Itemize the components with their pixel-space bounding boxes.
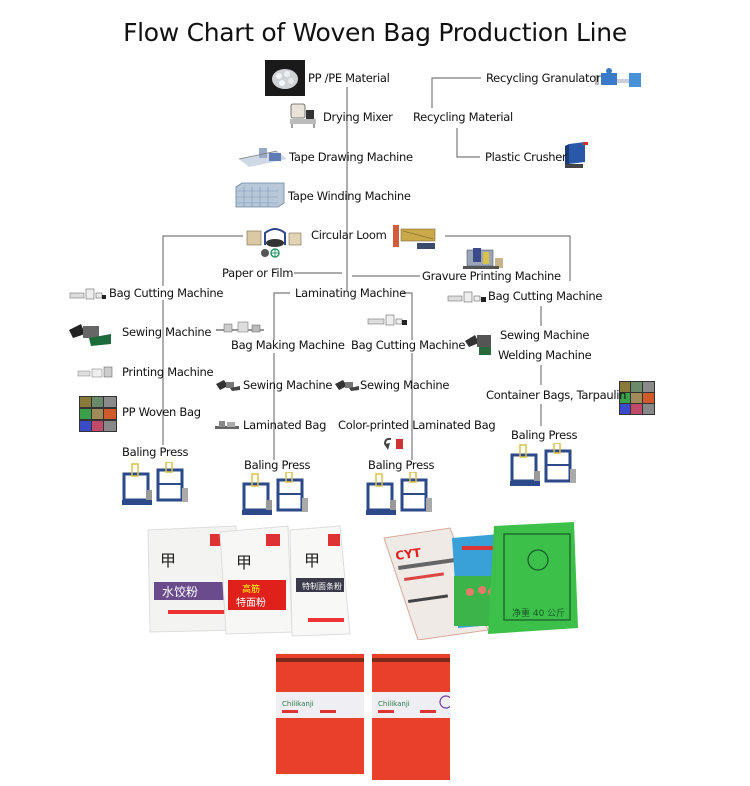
node-paper-or-film: Paper or Film — [222, 266, 294, 280]
pp-pe-pellets-icon — [265, 60, 305, 96]
sewing-machine-icon — [335, 380, 359, 391]
right-branch-line — [445, 235, 571, 281]
node-mid1-sewing-machine: Sewing Machine — [243, 378, 333, 392]
node-left-sewing-machine: Sewing Machine — [122, 325, 212, 339]
svg-text:甲: 甲 — [304, 551, 320, 570]
svg-text:甲: 甲 — [236, 553, 252, 572]
svg-text:特面粉: 特面粉 — [236, 596, 266, 609]
mesh-bags-photo: Chilikanji Chilikanji — [276, 654, 450, 780]
printing-machine-icon — [77, 366, 113, 378]
laminating-left-line — [273, 292, 290, 340]
node-right-sewing-machine: Sewing Machine — [500, 328, 590, 342]
tape-winding-machine-icon — [235, 182, 285, 208]
flexo-printing-machine-icon — [393, 225, 436, 249]
node-left-printing-machine: Printing Machine — [122, 365, 214, 379]
node-left-pp-woven-bag: PP Woven Bag — [122, 405, 201, 419]
mesh-label-right: Chilikanji — [378, 700, 410, 708]
node-mid1-baling-press: Baling Press — [244, 458, 311, 472]
laminated-printed-bags-photo: CYT 净重 40 公斤 — [383, 522, 578, 640]
baling-press-icon — [242, 472, 308, 515]
node-recycling-granulator: Recycling Granulator — [486, 71, 601, 85]
node-mid2-bag-cutting-machine: Bag Cutting Machine — [351, 338, 466, 352]
pp-woven-bag-samples-icon — [79, 396, 117, 432]
node-mid2-baling-press: Baling Press — [368, 458, 435, 472]
node-plastic-crusher: Plastic Crusher — [485, 150, 567, 164]
flour-bag-text: 特制面条粉 — [302, 581, 342, 591]
bag-making-machine-icon — [216, 321, 264, 333]
node-circular-loom: Circular Loom — [311, 228, 387, 242]
left-branch-line — [162, 235, 243, 286]
svg-text:甲: 甲 — [160, 551, 176, 570]
recycling-granulator-icon — [595, 68, 641, 87]
baling-press-icon — [122, 462, 188, 505]
recycle-granulator-line — [431, 77, 481, 108]
node-right-welding-machine: Welding Machine — [498, 348, 592, 362]
node-left-bag-cutting-machine: Bag Cutting Machine — [109, 286, 224, 300]
circular-loom-icon — [246, 228, 302, 258]
container-bags-samples-icon — [619, 381, 655, 415]
bag-cutting-machine-icon — [69, 288, 106, 300]
welding-machine-icon — [465, 335, 491, 355]
drying-mixer-icon — [290, 103, 316, 128]
node-recycling-material: Recycling Material — [413, 110, 513, 124]
node-gravure-printing-machine: Gravure Printing Machine — [422, 269, 561, 283]
color-laminated-bag-icon — [384, 437, 403, 450]
node-right-baling-press: Baling Press — [511, 428, 578, 442]
bag-cutting-machine-icon — [447, 291, 486, 303]
tape-drawing-machine-icon — [238, 148, 287, 167]
bag-cutting-machine-icon — [367, 314, 407, 326]
laminated-bag-machine-icon — [215, 421, 239, 429]
node-left-baling-press: Baling Press — [122, 445, 189, 459]
laminating-right-line — [402, 292, 413, 340]
node-right-bag-cutting-machine: Bag Cutting Machine — [488, 289, 603, 303]
node-mid1-laminated-bag: Laminated Bag — [243, 418, 327, 432]
baling-press-icon — [366, 472, 432, 515]
node-drying-mixer: Drying Mixer — [323, 110, 393, 124]
recycle-crusher-line — [456, 128, 480, 158]
page-title: Flow Chart of Woven Bag Production Line — [123, 18, 627, 47]
node-pp-pe-material: PP /PE Material — [308, 71, 390, 85]
plastic-crusher-icon — [565, 142, 588, 168]
svg-text:高筋: 高筋 — [242, 583, 260, 595]
gravure-printing-machine-icon — [463, 248, 503, 269]
cyt-logo: CYT — [394, 545, 422, 563]
sewing-machine-icon — [69, 324, 111, 346]
node-mid2-sewing-machine: Sewing Machine — [360, 378, 450, 392]
sewing-machine-icon — [216, 380, 240, 391]
node-tape-drawing-machine: Tape Drawing Machine — [289, 150, 413, 164]
node-mid1-bag-making-machine: Bag Making Machine — [231, 338, 345, 352]
node-tape-winding-machine: Tape Winding Machine — [288, 189, 411, 203]
svg-text:水饺粉: 水饺粉 — [162, 584, 198, 599]
green-bag-text: 净重 40 公斤 — [512, 607, 565, 619]
node-mid2-color-printed-laminated-bag: Color-printed Laminated Bag — [338, 418, 496, 432]
mesh-label-left: Chilikanji — [282, 700, 314, 708]
node-laminating-machine: Laminating Machine — [295, 286, 406, 300]
baling-press-icon — [510, 443, 576, 486]
node-right-container-bags-tarpaulin: Container Bags, Tarpaulin — [486, 388, 627, 402]
printed-woven-bags-photo: 甲 水饺粉 甲 高筋 特面粉 甲 特制面条粉 — [147, 525, 351, 637]
